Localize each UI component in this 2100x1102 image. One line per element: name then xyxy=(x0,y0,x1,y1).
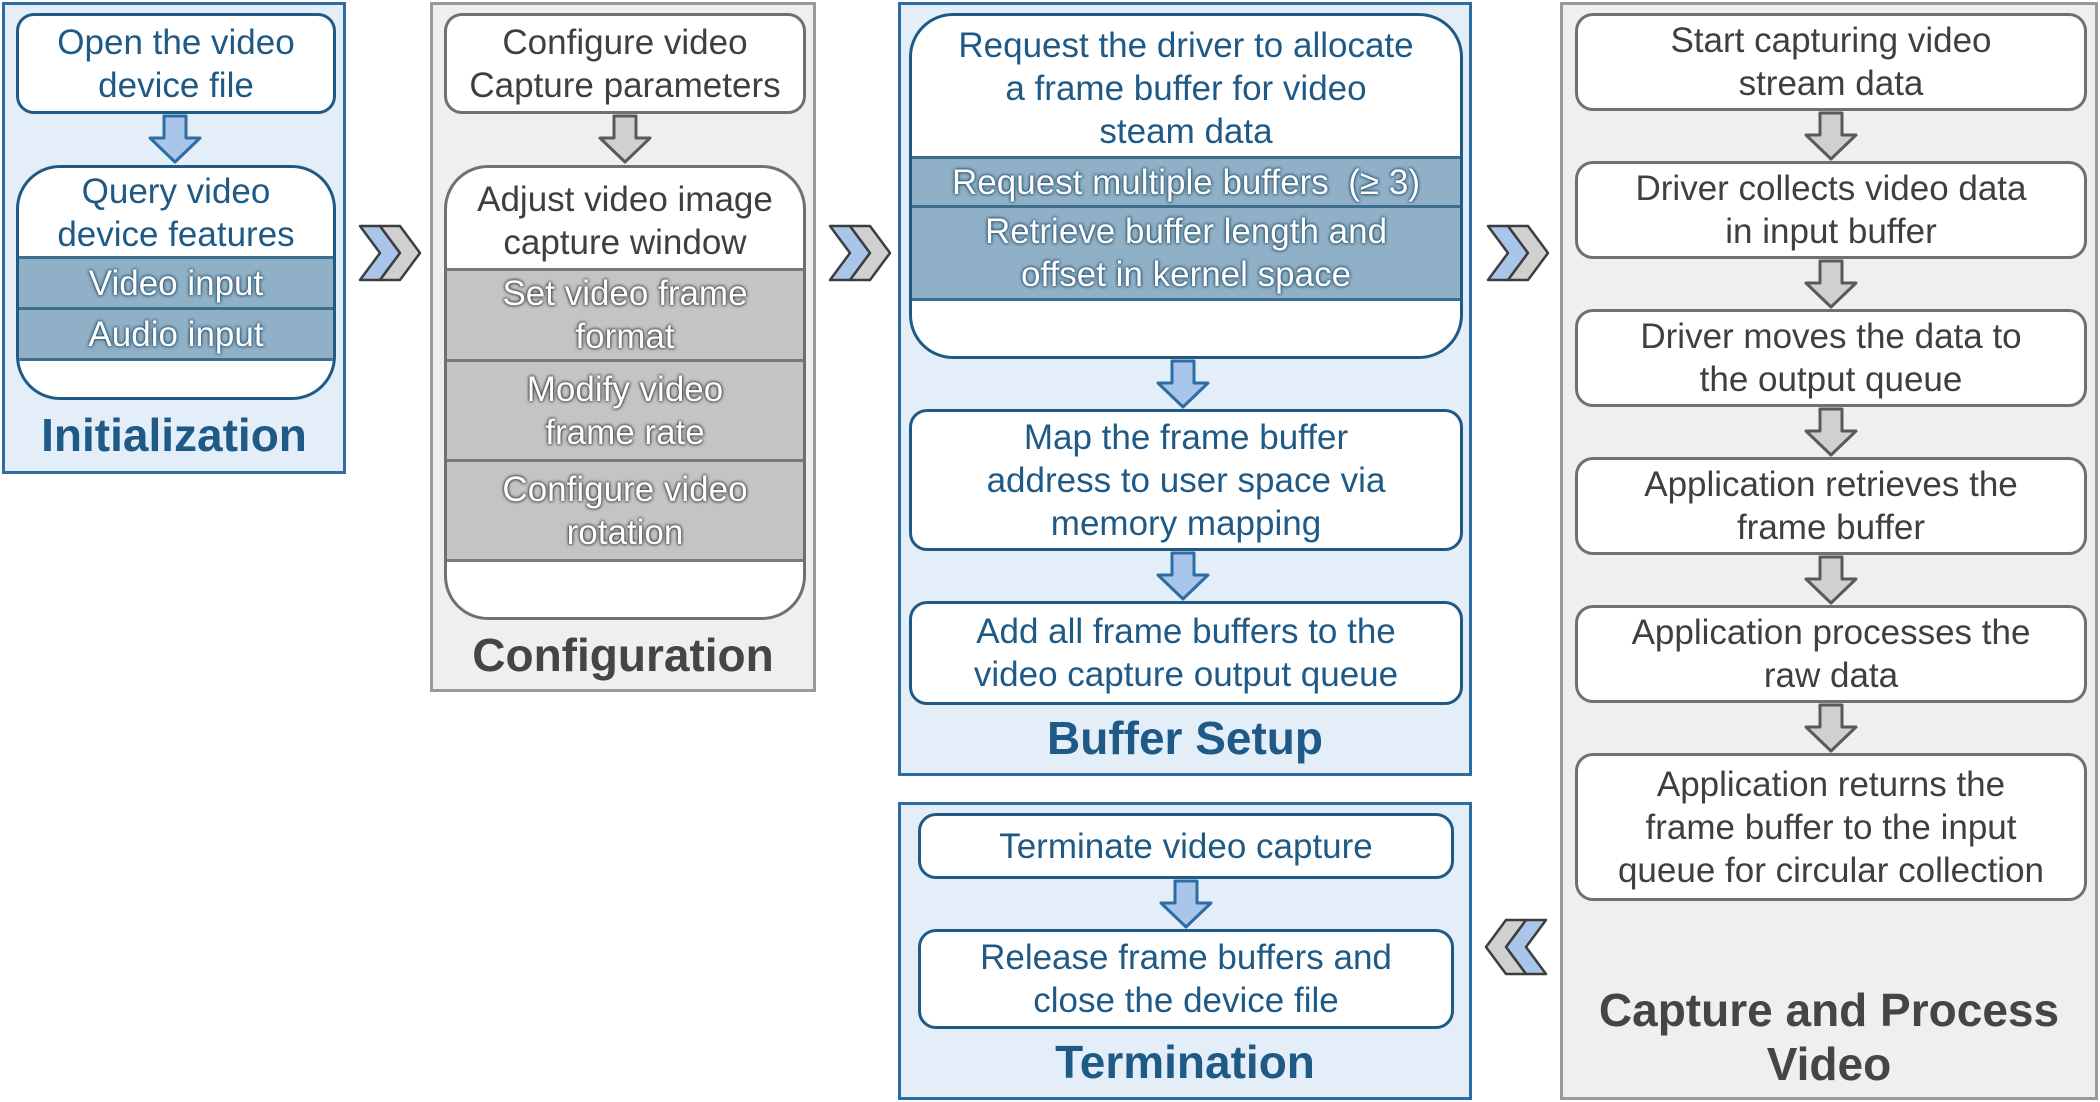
capture-step: Driver moves the data to the output queu… xyxy=(1575,309,2087,407)
group-title: Request the driver to allocate a frame b… xyxy=(958,26,1414,151)
sub-item-audio-input: Audio input xyxy=(19,307,333,361)
group-adjust-window: Adjust video image capture window Set vi… xyxy=(444,165,806,620)
sub-item-request-multiple: Request multiple buffers (≥ 3) xyxy=(912,156,1460,208)
step-open-device: Open the video device file xyxy=(16,13,336,114)
step-configure-params: Configure video Capture parameters xyxy=(444,13,806,114)
sub-item-video-input: Video input xyxy=(19,256,333,310)
down-arrow-icon xyxy=(598,114,652,164)
down-arrow-icon xyxy=(1156,551,1210,601)
double-chevron-right-icon xyxy=(1484,222,1550,284)
sub-item-frame-rate: Modify video frame rate xyxy=(447,359,803,462)
group-title: Query video device features xyxy=(57,172,295,254)
capture-step: Application retrieves the frame buffer xyxy=(1575,457,2087,555)
down-arrow-icon xyxy=(1156,359,1210,409)
panel-title-capture-process: Capture and Process Video xyxy=(1598,984,2060,1090)
capture-step: Driver collects video data in input buff… xyxy=(1575,161,2087,259)
sub-item-retrieve-length: Retrieve buffer length and offset in ker… xyxy=(912,205,1460,301)
down-arrow-icon xyxy=(1804,703,1858,753)
group-title: Adjust video image capture window xyxy=(477,180,773,262)
down-arrow-icon xyxy=(1804,259,1858,309)
step-release-buffers: Release frame buffers and close the devi… xyxy=(918,929,1454,1029)
panel-configuration: Configure video Capture parameters Adjus… xyxy=(430,2,816,692)
down-arrow-icon xyxy=(1804,407,1858,457)
double-chevron-right-icon xyxy=(356,222,422,284)
panel-buffer-setup: Request the driver to allocate a frame b… xyxy=(898,2,1472,776)
down-arrow-icon xyxy=(1804,555,1858,605)
group-query-features: Query video device features Video input … xyxy=(16,165,336,400)
down-arrow-icon xyxy=(1804,111,1858,161)
down-arrow-icon xyxy=(1159,879,1213,929)
step-map-buffer: Map the frame buffer address to user spa… xyxy=(909,409,1463,551)
panel-title-termination: Termination xyxy=(1055,1036,1315,1088)
panel-title-configuration: Configuration xyxy=(472,629,774,681)
down-arrow-icon xyxy=(148,114,202,164)
panel-capture-process: Start capturing video stream data Driver… xyxy=(1560,2,2098,1100)
double-chevron-left-icon xyxy=(1484,916,1550,978)
sub-item-frame-format: Set video frame format xyxy=(447,268,803,362)
step-terminate-capture: Terminate video capture xyxy=(918,813,1454,879)
panel-title-initialization: Initialization xyxy=(41,409,307,461)
group-request-allocation: Request the driver to allocate a frame b… xyxy=(909,13,1463,359)
panel-title-buffer-setup: Buffer Setup xyxy=(1047,712,1323,764)
panel-termination: Terminate video capture Release frame bu… xyxy=(898,802,1472,1100)
capture-step: Application processes the raw data xyxy=(1575,605,2087,703)
double-chevron-right-icon xyxy=(826,222,892,284)
sub-item-video-rotation: Configure video rotation xyxy=(447,459,803,562)
capture-step: Start capturing video stream data xyxy=(1575,13,2087,111)
step-add-buffers: Add all frame buffers to the video captu… xyxy=(909,601,1463,705)
panel-initialization: Open the video device file Query video d… xyxy=(2,2,346,474)
capture-step: Application returns the frame buffer to … xyxy=(1575,753,2087,901)
